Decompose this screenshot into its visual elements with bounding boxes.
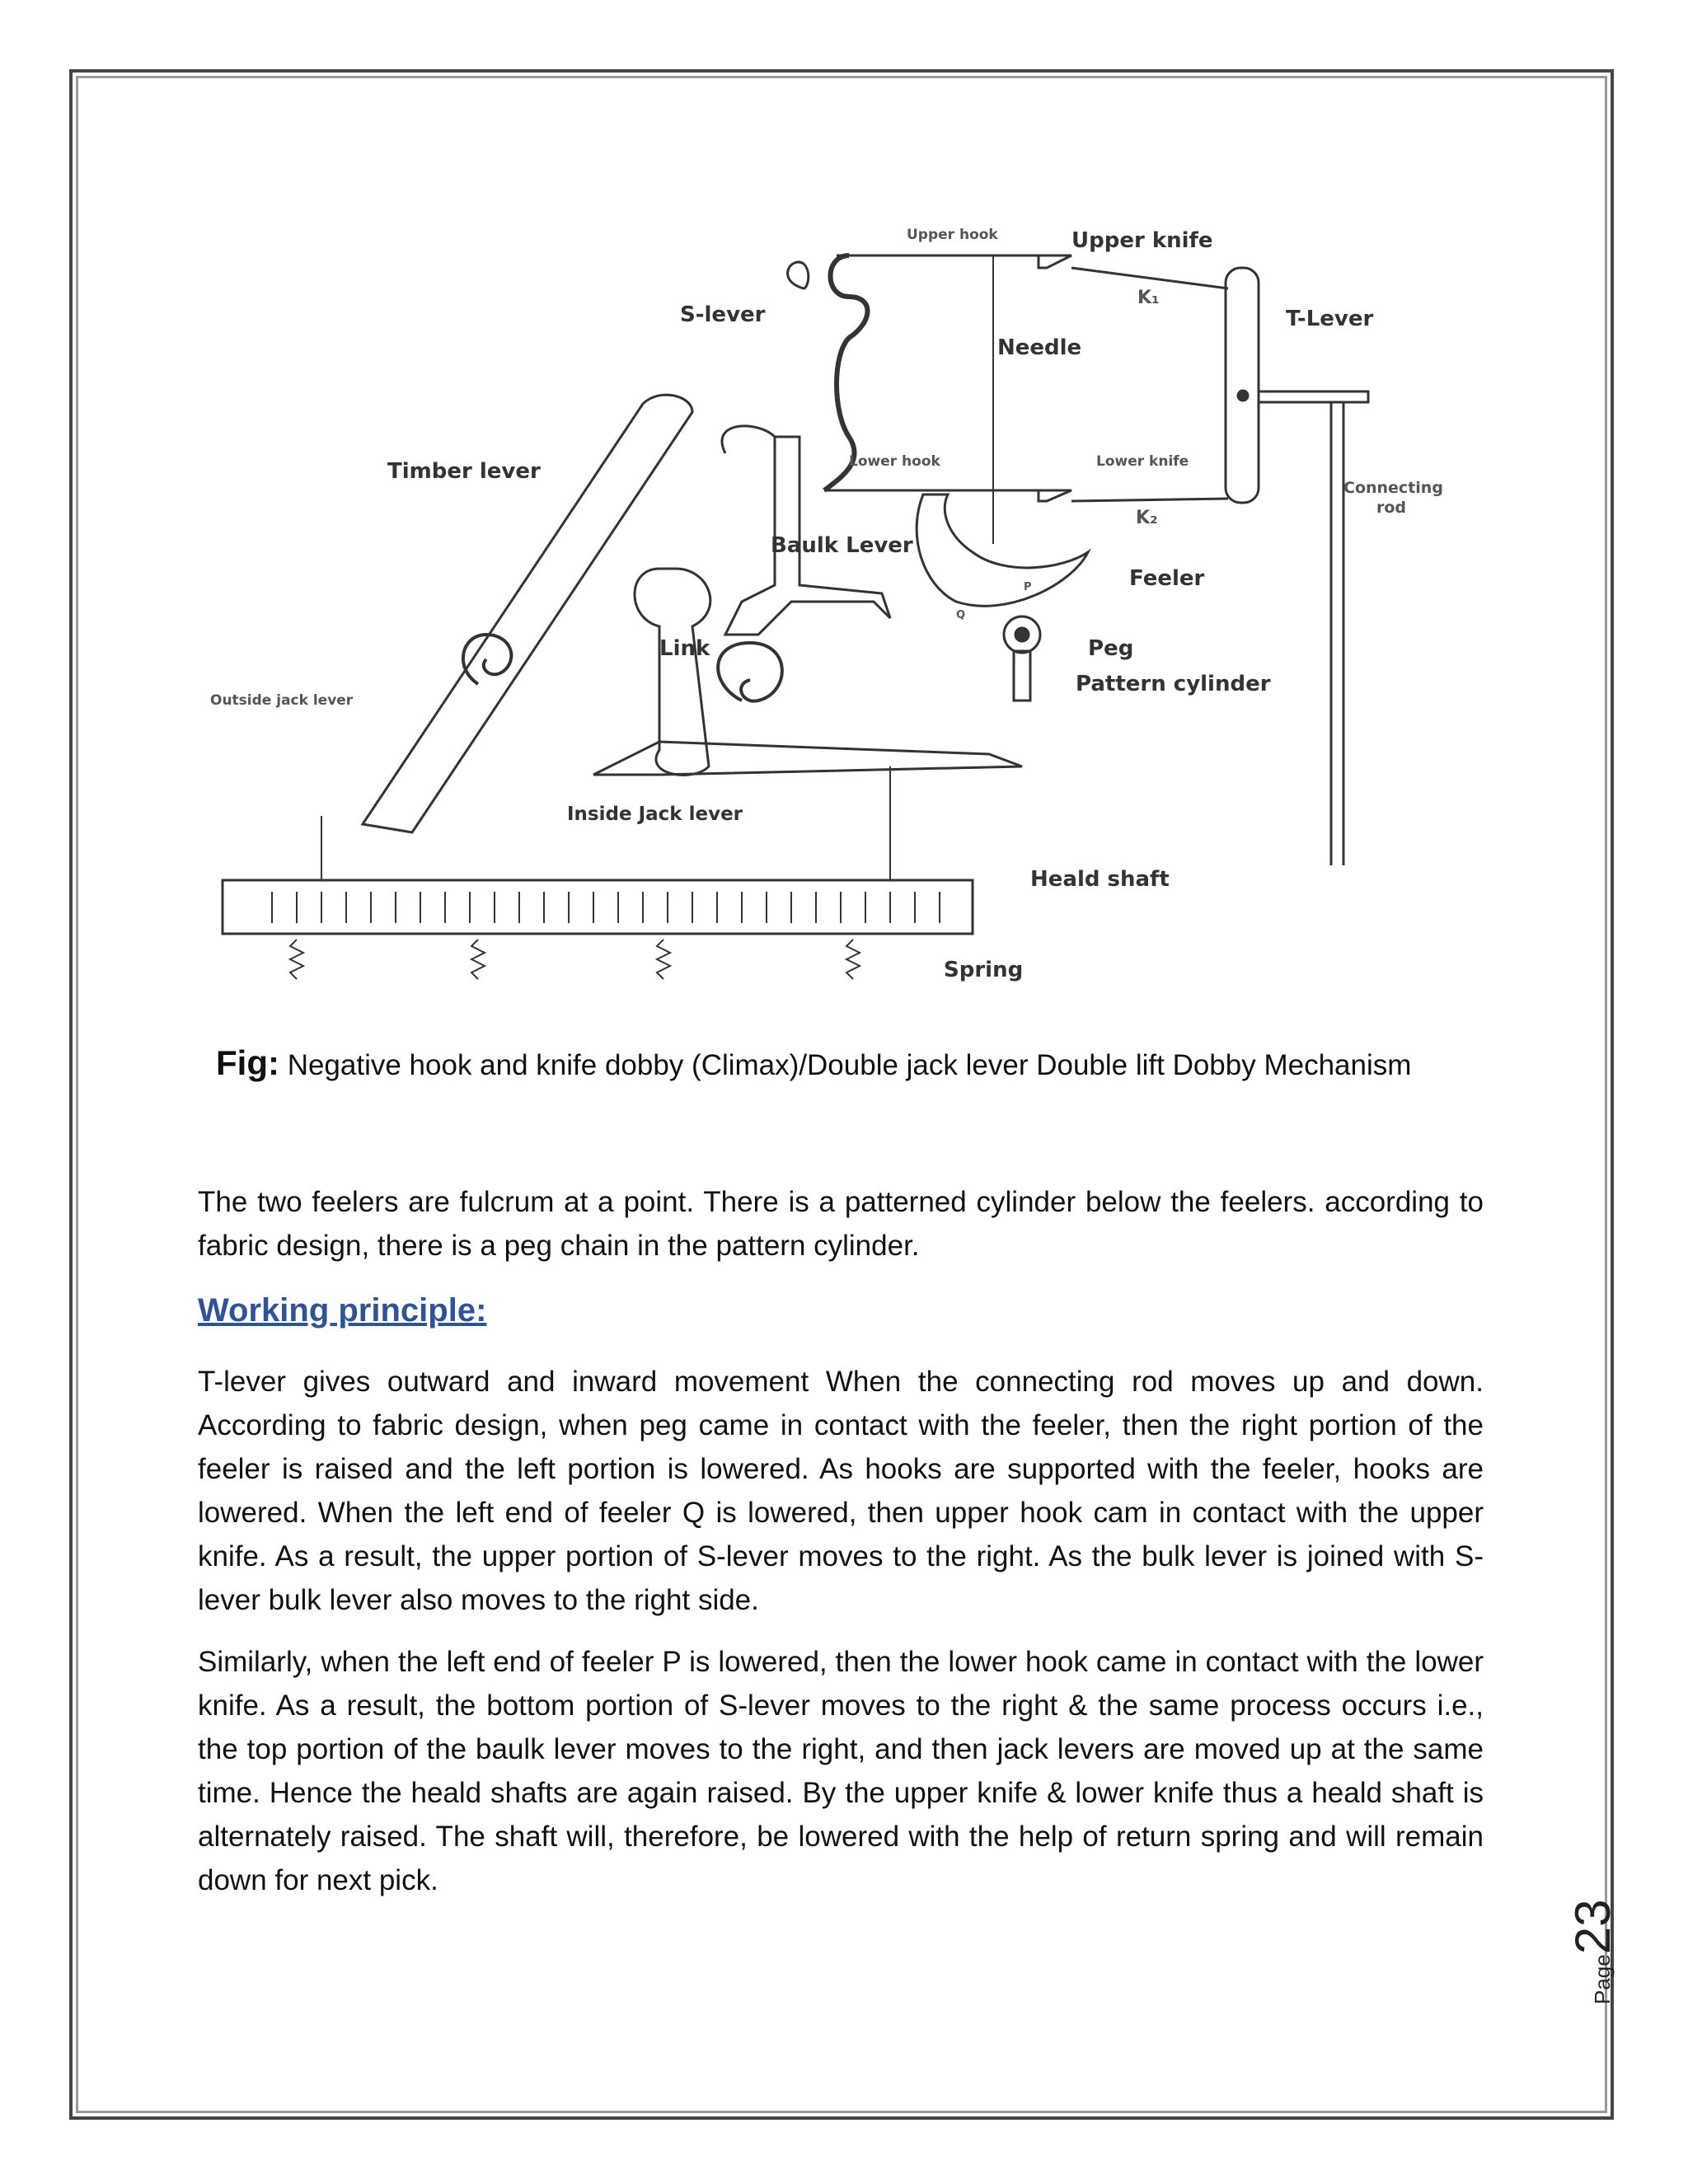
label-link: Link <box>659 636 710 661</box>
s-lever-shape <box>823 253 870 493</box>
spring-1 <box>288 939 306 980</box>
baulk-lever-top <box>720 424 776 454</box>
heald-shaft-shape <box>221 879 974 935</box>
label-p: P <box>1024 581 1032 593</box>
peg-shape <box>1014 626 1030 643</box>
k1-link-line <box>1071 266 1229 290</box>
figure-caption-label: Fig: <box>216 1043 279 1082</box>
label-lower-knife: Lower knife <box>1096 453 1189 470</box>
pattern-cylinder-shaft <box>1012 649 1032 702</box>
spring-2 <box>469 939 487 980</box>
t-lever-shape <box>1224 266 1260 504</box>
inside-jack-lever-shape <box>593 740 1023 776</box>
working-principle-paragraph-2: Similarly, when the left end of feeler P… <box>198 1646 1484 1896</box>
page-border <box>69 69 1614 2120</box>
connecting-rod-shape <box>1329 402 1345 865</box>
label-needle: Needle <box>997 335 1081 360</box>
label-baulk-lever: Baulk Lever <box>771 533 913 558</box>
timber-lever-shape <box>360 393 694 834</box>
label-peg: Peg <box>1088 636 1133 661</box>
lower-knife-shape <box>1037 489 1072 503</box>
label-heald-shaft: Heald shaft <box>1030 867 1170 892</box>
t-lever-arm <box>1259 390 1370 404</box>
label-feeler: Feeler <box>1129 566 1205 591</box>
label-connecting-rod-line1: Connecting <box>1343 479 1443 497</box>
upper-knife-shape <box>1037 254 1072 269</box>
label-inside-jack-lever: Inside Jack lever <box>567 804 743 825</box>
t-lever-pivot <box>1236 389 1250 402</box>
label-spring: Spring <box>944 958 1023 982</box>
dobby-mechanism-figure: Upper hook Upper knife K₁ S-lever T-Leve… <box>198 206 1484 1005</box>
label-q: Q <box>956 609 965 621</box>
working-principle-paragraph-1: T-lever gives outward and inward movemen… <box>198 1366 1484 1616</box>
page-word: Page <box>1590 1954 1615 2004</box>
label-upper-hook: Upper hook <box>907 227 998 243</box>
baulk-lever-shape <box>723 435 892 636</box>
intro-paragraph: The two feelers are fulcrum at a point. … <box>198 1186 1484 1262</box>
heald-wires <box>271 892 940 923</box>
label-outside-jack-lever: Outside jack lever <box>210 692 354 709</box>
figure-caption-text: Negative hook and knife dobby (Climax)/D… <box>279 1049 1412 1081</box>
label-upper-knife: Upper knife <box>1071 228 1213 253</box>
page-number-value: 23 <box>1565 1899 1620 1955</box>
inside-spiral <box>716 640 784 703</box>
pattern-cylinder-shape <box>1002 615 1042 654</box>
figure-caption: Fig: Negative hook and knife dobby (Clim… <box>216 1043 1535 1083</box>
timber-lever-spiral <box>462 632 513 686</box>
label-connecting-rod-line2: rod <box>1376 499 1406 517</box>
label-s-lever: S-lever <box>680 302 766 327</box>
section-heading: Working principle: <box>198 1292 487 1329</box>
spring-3 <box>654 939 673 980</box>
label-k2: K₂ <box>1136 508 1158 528</box>
label-lower-hook: Lower hook <box>849 453 941 470</box>
s-lever-top-hook <box>786 260 810 290</box>
label-k1: K₁ <box>1137 288 1160 308</box>
feeler-shape <box>915 493 1091 607</box>
k2-link-line <box>1071 497 1229 503</box>
spring-4 <box>844 939 862 980</box>
label-pattern-cylinder: Pattern cylinder <box>1076 672 1271 696</box>
label-timber-lever: Timber lever <box>387 459 541 484</box>
label-t-lever: T-Lever <box>1286 307 1373 331</box>
dobby-diagram: Upper hook Upper knife K₁ S-lever T-Leve… <box>210 227 1443 982</box>
